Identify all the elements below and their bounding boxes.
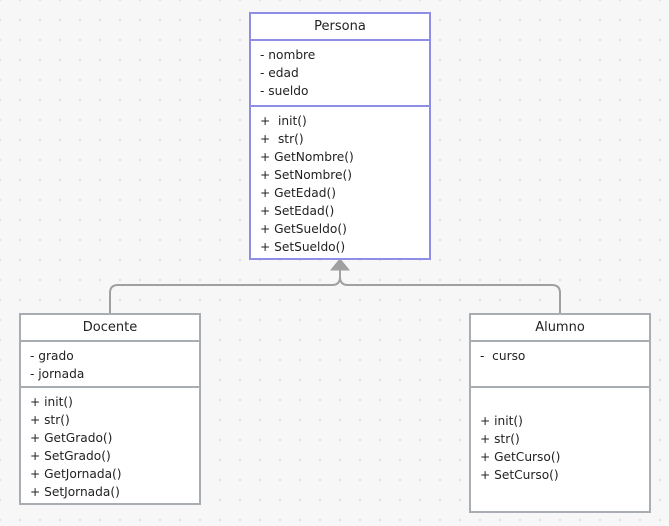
method-get-edad: + GetEdad() bbox=[260, 186, 336, 200]
method-get-curso: + GetCurso() bbox=[480, 450, 561, 464]
attributes-docente: - grado - jornada bbox=[21, 342, 199, 388]
attribute-sueldo: - sueldo bbox=[260, 84, 309, 98]
method-set-sueldo: + SetSueldo() bbox=[260, 240, 346, 254]
method-str: + str() bbox=[480, 432, 520, 446]
class-name-alumno: Alumno bbox=[471, 315, 649, 342]
method-set-grado: + SetGrado() bbox=[30, 449, 111, 463]
class-persona[interactable]: Persona - nombre - edad - sueldo + init(… bbox=[249, 12, 431, 260]
method-str: + str() bbox=[260, 132, 304, 146]
method-set-nombre: + SetNombre() bbox=[260, 168, 353, 182]
method-set-jornada: + SetJornada() bbox=[30, 485, 120, 499]
method-init: + init() bbox=[30, 395, 73, 409]
attribute-curso: - curso bbox=[480, 349, 526, 363]
inheritance-line-alumno-persona[interactable] bbox=[339, 268, 561, 313]
class-name-docente: Docente bbox=[21, 315, 199, 342]
method-set-edad: + SetEdad() bbox=[260, 204, 335, 218]
method-init: + init() bbox=[480, 414, 523, 428]
method-get-nombre: + GetNombre() bbox=[260, 150, 354, 164]
method-str: + str() bbox=[30, 413, 70, 427]
attribute-nombre: - nombre bbox=[260, 48, 316, 62]
methods-docente: + init() + str() + GetGrado() + SetGrado… bbox=[21, 388, 199, 501]
attributes-alumno: - curso bbox=[471, 342, 649, 388]
method-init: + init() bbox=[260, 114, 307, 128]
methods-alumno: + init() + str() + GetCurso() + SetCurso… bbox=[471, 388, 649, 484]
attribute-jornada: - jornada bbox=[30, 367, 85, 381]
class-alumno[interactable]: Alumno - curso + init() + str() + GetCur… bbox=[469, 313, 651, 513]
inheritance-arrowhead bbox=[329, 258, 351, 271]
class-name-persona: Persona bbox=[251, 14, 429, 41]
attribute-grado: - grado bbox=[30, 349, 74, 363]
class-docente[interactable]: Docente - grado - jornada + init() + str… bbox=[19, 313, 201, 505]
method-get-sueldo: + GetSueldo() bbox=[260, 222, 347, 236]
attribute-edad: - edad bbox=[260, 66, 299, 80]
method-get-jornada: + GetJornada() bbox=[30, 467, 122, 481]
inheritance-line-docente-persona[interactable] bbox=[109, 268, 341, 313]
method-get-grado: + GetGrado() bbox=[30, 431, 113, 445]
attributes-persona: - nombre - edad - sueldo bbox=[251, 41, 429, 107]
method-set-curso: + SetCurso() bbox=[480, 468, 559, 482]
methods-persona: + init() + str() + GetNombre() + SetNomb… bbox=[251, 107, 429, 256]
